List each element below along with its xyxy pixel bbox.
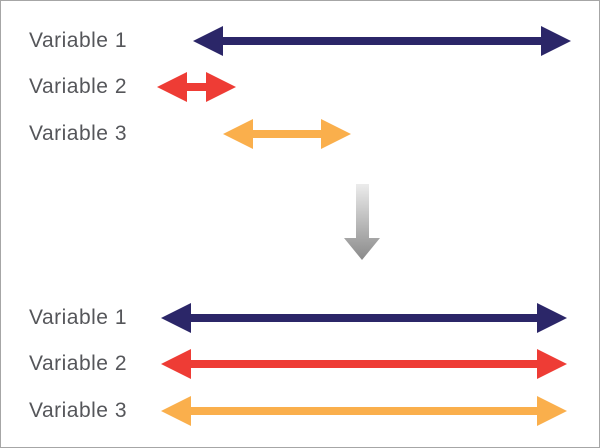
range-double-arrow [157, 72, 236, 102]
variable-label: Variable 2 [29, 75, 128, 98]
variable-label: Variable 2 [29, 352, 128, 375]
variable-label: Variable 3 [29, 399, 128, 422]
variable-label: Variable 1 [29, 306, 128, 329]
variable-row: Variable 2 [1, 71, 599, 103]
variable-row: Variable 2 [1, 348, 599, 380]
variable-row: Variable 1 [1, 25, 599, 57]
range-double-arrow [161, 303, 567, 333]
down-arrow-icon [343, 184, 381, 260]
range-double-arrow [193, 26, 571, 56]
variable-label: Variable 1 [29, 29, 128, 52]
variable-row: Variable 1 [1, 302, 599, 334]
variable-label: Variable 3 [29, 122, 128, 145]
variable-row: Variable 3 [1, 395, 599, 427]
range-double-arrow [223, 119, 351, 149]
variable-row: Variable 3 [1, 118, 599, 150]
range-double-arrow [161, 396, 567, 426]
range-double-arrow [161, 349, 567, 379]
